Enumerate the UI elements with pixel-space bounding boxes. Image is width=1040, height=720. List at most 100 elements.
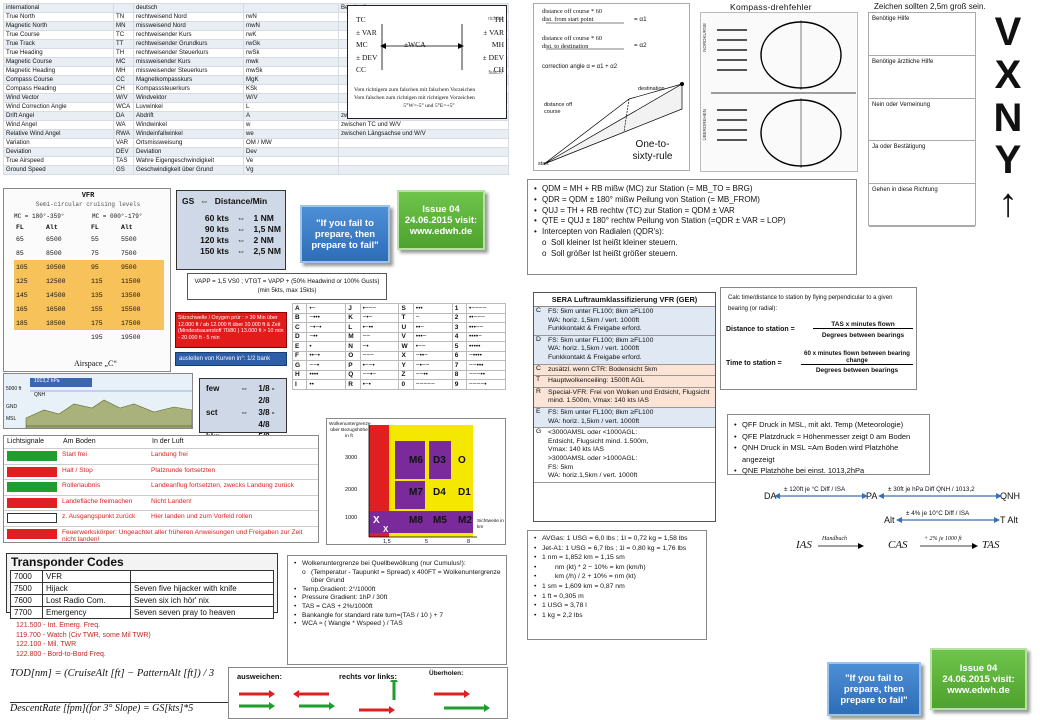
distance-off-course-label: distance off course bbox=[544, 102, 573, 115]
morse-cell: −−••• bbox=[466, 360, 506, 371]
transponder-cell bbox=[130, 570, 274, 583]
abbr-cell: Compass Heading bbox=[3, 84, 114, 94]
unit-item: 1 nm = 1,852 km = 1,15 sm bbox=[533, 553, 701, 563]
light-color-swatch bbox=[7, 466, 57, 477]
morse-cell: P bbox=[345, 360, 361, 371]
da-label: DA bbox=[764, 491, 777, 501]
morse-cell: W bbox=[398, 341, 414, 352]
bearing-subitem: Soll größer Ist heißt größer steuern. bbox=[533, 249, 851, 260]
light-color-swatch bbox=[7, 528, 57, 539]
morse-cell: •• bbox=[306, 379, 347, 390]
morse-cell: F bbox=[291, 350, 308, 361]
correction-angle: correction angle α = α1 + α2 bbox=[542, 64, 618, 70]
weather-item: Wolkenuntergrenze bei Quellbewölkung (nu… bbox=[293, 560, 501, 569]
morse-cell: Z bbox=[398, 369, 414, 380]
conversion-left-item: ± DEV bbox=[356, 52, 378, 62]
abbr-cell: DEV bbox=[113, 147, 134, 157]
abbr-cell: MC bbox=[113, 57, 134, 67]
light-head-2: Am Boden bbox=[63, 438, 96, 445]
altitude-conversion: DA PA QNH ± 120ft je °C Diff / ISA ± 30f… bbox=[760, 483, 1036, 563]
prepare-quote-bottom: "If you fail to prepare, then prepare to… bbox=[827, 662, 921, 716]
abbr-cell: GS bbox=[113, 165, 134, 175]
morse-row: E•N−•W•−−5••••• bbox=[291, 341, 506, 352]
vfr-cell: 12500 bbox=[44, 274, 89, 288]
light-air-text: Nicht Landen! bbox=[151, 497, 192, 505]
compass-title: Kompass-drehfehler bbox=[730, 2, 812, 12]
morse-cell: •−− bbox=[412, 341, 453, 352]
sera-text: Hauptwolkenceiling: 1500ft AGL bbox=[548, 377, 645, 385]
morse-cell: 1 bbox=[451, 303, 468, 314]
abbr-cell: Drift Angel bbox=[3, 111, 114, 121]
ias-label: IAS bbox=[796, 539, 812, 551]
ground-signal-glyph: Y bbox=[994, 138, 1022, 183]
units-box: AVGas: 1 USG = 6,0 lbs ; 1l = 0,72 kg = … bbox=[527, 530, 707, 640]
abbr-header-cell: deutsch bbox=[133, 3, 244, 13]
light-ground-text: Landefläche freimachen bbox=[62, 497, 133, 505]
vfr-cell: 85 bbox=[16, 249, 24, 257]
eq2-denominator: dist. to destination bbox=[542, 43, 589, 50]
morse-cell: −•••• bbox=[466, 350, 506, 361]
pressure-list: QFF Druck in MSL, mit akt. Temp (Meteoro… bbox=[733, 419, 924, 477]
time-numerator: 60 x minutes flown between bearing chang… bbox=[801, 350, 913, 365]
bearing-item: Intercepten von Radialen (QDR's): bbox=[533, 227, 851, 238]
morse-row: I••R•−•0−−−−−9−−−−• bbox=[291, 379, 506, 390]
minima-xlabel: Sichtweite in km bbox=[477, 519, 504, 530]
cloud-abbr: sct bbox=[206, 408, 218, 417]
frequency-list: 121.500 - Int. Emerg. Freq.119.700 - Wat… bbox=[16, 621, 151, 659]
abbr-cell: Windwinkel bbox=[133, 120, 244, 130]
time-denominator: Degrees between bearings bbox=[815, 367, 899, 374]
morse-cell: X bbox=[398, 350, 414, 361]
tas-rule: + 2% je 1000 ft bbox=[924, 536, 962, 542]
transponder-cell: 7000 bbox=[10, 570, 43, 583]
light-color-swatch bbox=[7, 482, 57, 492]
transponder-cell: Hijack bbox=[42, 582, 131, 595]
ground-signal-label: Gehen in diese Richtung bbox=[869, 184, 975, 227]
light-head-3: In der Luft bbox=[152, 438, 184, 445]
start-label: start bbox=[538, 161, 549, 167]
weather-rules-box: Wolkenuntergrenze bei Quellbewölkung (nu… bbox=[287, 555, 507, 665]
compass-diagram bbox=[711, 20, 856, 168]
cloud-abbr: few bbox=[206, 384, 220, 393]
vfr-cell: 75 bbox=[90, 249, 99, 257]
morse-row: F••−•O−−−X−••−6−•••• bbox=[291, 350, 506, 361]
gs-row: 120 kts⇔2 NM bbox=[189, 235, 281, 246]
weather-item: Temp.Gradient: 2°/1000ft bbox=[293, 586, 501, 595]
light-ground-text: z. Ausgangspunkt zurück bbox=[62, 513, 136, 520]
wrong-tag: falsch! bbox=[488, 70, 503, 76]
gs-row: 90 kts⇔1,5 NM bbox=[189, 224, 281, 235]
morse-cell: Y bbox=[398, 360, 414, 371]
cell-m7: M7 bbox=[409, 487, 423, 498]
unit-item: Jet-A1: 1 USG = 6,7 lbs ; 1l = 0,80 kg =… bbox=[533, 544, 701, 554]
conversion-note-1: Vom richtigem zum falschen mit falschem … bbox=[354, 87, 476, 93]
morse-cell: •−−• bbox=[359, 360, 400, 371]
morse-cell: E bbox=[291, 341, 308, 352]
vfr-cell: 6500 bbox=[46, 235, 62, 243]
transponder-cell: VFR bbox=[42, 570, 131, 583]
abbr-cell: missweisend Nord bbox=[133, 21, 244, 31]
taxi-rules-box: ausweichen: rechts vor links: Überholen: bbox=[228, 667, 508, 719]
weather-item: Bankangle for standard rate turn=(TAS / … bbox=[293, 612, 501, 621]
light-air-text: Platzrunde fortsetzten bbox=[151, 466, 216, 474]
morse-cell: 7 bbox=[451, 360, 468, 371]
vfr-cell: 8500 bbox=[46, 249, 62, 257]
vfr-cell: 95 bbox=[88, 260, 119, 274]
morse-cell: ••••• bbox=[466, 341, 506, 352]
abbr-cell bbox=[338, 165, 509, 175]
abbr-cell: rwGk bbox=[243, 39, 339, 49]
gs-arrow-cell: ⇔ bbox=[237, 213, 246, 223]
morse-cell: −•− bbox=[359, 312, 400, 323]
issue-badge-top: Issue 04 24.06.2015 visit: www.edwh.de bbox=[397, 190, 485, 250]
abbr-cell: True Track bbox=[3, 39, 114, 49]
morse-cell: − bbox=[412, 312, 453, 323]
gs-distance: 1,5 NM bbox=[253, 224, 281, 234]
taxi-left-label: ausweichen: bbox=[237, 672, 283, 681]
abbr-cell: rwN bbox=[243, 12, 339, 22]
